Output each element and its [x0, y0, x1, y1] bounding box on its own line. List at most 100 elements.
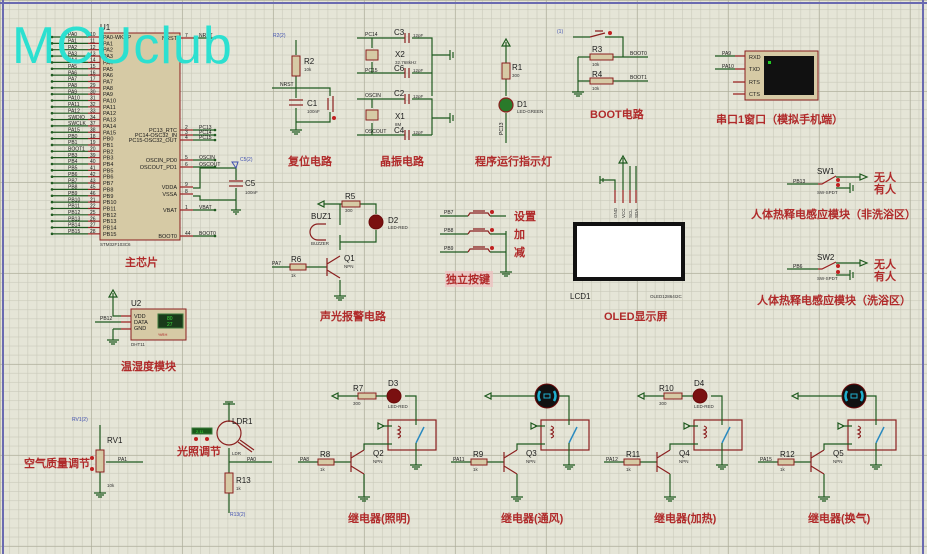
boot-circuit[interactable]: R3 10k R4 10k BOOT0 BOOT1 (1) BOOT电路: [557, 29, 648, 121]
rv1-potentiometer[interactable]: [95, 449, 105, 473]
key-press-indicator[interactable]: [490, 210, 494, 214]
mcu-pin-name: PA0-WKUP: [103, 35, 132, 41]
pin-node: [213, 128, 217, 132]
mcu-title: 主芯片: [125, 255, 158, 269]
relay-box[interactable]: [540, 419, 590, 451]
c3-value: 12pF: [413, 33, 424, 38]
base-resistor[interactable]: [317, 458, 335, 466]
npn-transistor-icon: [810, 449, 825, 475]
crystal-circuit[interactable]: C3 12pF C6 12pF C2 12pF C4 12pF X2 32.76…: [357, 28, 454, 168]
r3-resistor[interactable]: [589, 53, 614, 61]
base-resistor[interactable]: [470, 458, 488, 466]
rv1-inc-button[interactable]: [90, 456, 94, 460]
base-resistor-ref: R12: [780, 450, 795, 459]
key-button[interactable]: [467, 210, 491, 217]
r5-resistor[interactable]: [341, 200, 361, 208]
pin-node: [50, 143, 54, 147]
sw1-ref: SW1: [817, 167, 835, 176]
mcu-net-label: PA8: [68, 83, 77, 89]
mcu-pin-name: PB1: [103, 143, 113, 149]
alarm-circuit[interactable]: R5 300 D2 LED-RED BUZ1 BUZZER R6 1k Q1 N…: [272, 192, 409, 323]
pin-node: [50, 48, 54, 51]
key-press-indicator[interactable]: [490, 228, 494, 232]
r4-value: 10k: [592, 86, 600, 91]
r1-resistor[interactable]: [501, 62, 511, 80]
c5-value: 100nF: [245, 190, 258, 195]
r13-resistor[interactable]: [224, 472, 234, 494]
mcu-pin-number: 44: [185, 231, 191, 237]
base-resistor[interactable]: [623, 458, 641, 466]
x1-crystal[interactable]: [365, 109, 379, 121]
key-button[interactable]: [467, 246, 491, 253]
mcu-pin-name: PB6: [103, 175, 113, 181]
relay-box[interactable]: [847, 419, 897, 451]
c6-value: 12pF: [413, 68, 424, 73]
oled-screen[interactable]: [573, 222, 685, 281]
relay-box[interactable]: [693, 419, 743, 451]
pin-node: [50, 61, 54, 64]
mcu-net-label: PA10: [68, 96, 80, 102]
pin-node: [50, 200, 54, 204]
relay-circuits[interactable]: R7300D3LED-REDR81kQ2NPNPA8继电器(照明)R91kQ3N…: [298, 379, 897, 525]
d1-green-led-icon: [498, 97, 514, 113]
mcu-pin-number: 11: [90, 39, 95, 45]
net-pa10: PA10: [722, 64, 734, 70]
dht11-sensor[interactable]: 80 27 %RH VDD DATA GND U2 DHT11 PB12 温湿度…: [95, 288, 187, 373]
mcu-pin-number: 31: [90, 96, 96, 102]
mcu-part: STM32F103C6: [100, 242, 131, 247]
mcu-net-label: OSCIN: [199, 155, 215, 161]
x2-crystal[interactable]: [365, 49, 379, 61]
pin-node: [50, 226, 54, 229]
pir-sensor-2[interactable]: SW2 SW-SPDT PB6 无人 有人 人体热释电感应模块（洗浴区）: [757, 253, 911, 307]
c5-capacitor[interactable]: C5 100nF C5(2): [193, 157, 258, 215]
mcu-pin-number: 27: [90, 223, 96, 229]
r6-resistor[interactable]: [289, 263, 307, 271]
mcu-pin-name: PA2: [103, 48, 113, 54]
reset-circuit[interactable]: R2 10k C1 100nF NRST R2(2) 复位电路: [272, 33, 336, 168]
air-quality-pot[interactable]: RV1 10k PA1 RV1(2) 空气质量调节: [24, 417, 143, 498]
transistor-ref: Q2: [373, 449, 384, 458]
r4-resistor[interactable]: [589, 77, 614, 85]
r2-resistor[interactable]: [291, 55, 301, 77]
pin-node: [50, 99, 54, 102]
virtual-terminal[interactable]: RXD TXD RTS CTS PA9 PA10 串口1窗口（模拟手机端）: [715, 50, 843, 126]
mcu-net-label: PB0: [68, 134, 78, 140]
ldr-inc-button[interactable]: [205, 437, 209, 441]
net-pa9: PA9: [722, 51, 731, 57]
mcu-pin-name: PA15: [103, 130, 116, 136]
key-press-indicator[interactable]: [490, 246, 494, 250]
led-resistor[interactable]: [663, 392, 683, 400]
net-boot1: BOOT1: [630, 75, 647, 81]
watermark: MCUclub: [12, 17, 233, 75]
run-led-circuit[interactable]: R1 300 D1 LED-GREEN PC13 程序运行指示灯: [475, 37, 552, 168]
light-ldr[interactable]: 2.11 LDR1 LDR R13 1k PA0 R13(2) 光照调节: [176, 401, 272, 518]
u2-part: DHT11: [131, 342, 145, 347]
load-wire: [558, 395, 570, 425]
sheet-border-right: [922, 0, 924, 554]
ldr-dec-button[interactable]: [194, 437, 198, 441]
c2-value: 12pF: [413, 94, 424, 99]
mcu-pin-number: 39: [90, 153, 96, 159]
base-resistor[interactable]: [777, 458, 795, 466]
relay-box[interactable]: [387, 419, 437, 451]
r2-probe: R2(2): [273, 33, 286, 39]
mcu-pin-number: 16: [90, 70, 96, 76]
mcu-body[interactable]: [99, 32, 181, 241]
led-resistor[interactable]: [357, 392, 377, 400]
terminal-screen[interactable]: [764, 56, 814, 95]
rv1-dec-button[interactable]: [90, 467, 94, 471]
pin-node: [50, 219, 54, 223]
pir-sensor-1[interactable]: SW1 SW-SPDT PB13 无人 有人 人体热释电感应模块（非洗浴区）: [751, 167, 916, 221]
key-button[interactable]: [467, 228, 491, 235]
npn-transistor-icon: [350, 449, 365, 475]
mcu-pin-number: 19: [90, 140, 96, 146]
npn-transistor-icon: [656, 449, 671, 475]
pin-node: [50, 111, 54, 115]
